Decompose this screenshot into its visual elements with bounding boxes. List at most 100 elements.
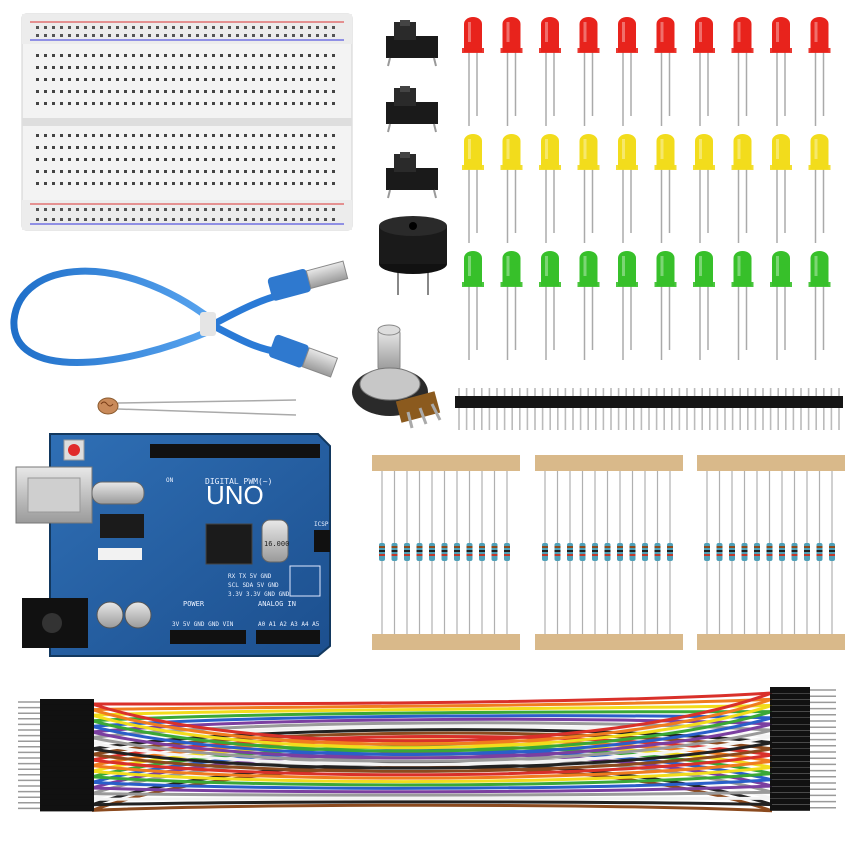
jumper-connector bbox=[770, 761, 836, 768]
jumper-connector bbox=[18, 799, 94, 806]
resistor bbox=[829, 471, 835, 634]
resistor bbox=[391, 471, 398, 634]
jumper-connector bbox=[770, 767, 836, 774]
jumper-connector bbox=[770, 724, 836, 731]
resistor bbox=[479, 471, 485, 634]
usb-cable bbox=[10, 260, 349, 378]
led bbox=[770, 17, 792, 126]
led bbox=[500, 251, 523, 360]
resistor bbox=[491, 471, 498, 634]
jumper-wire bbox=[91, 778, 773, 790]
resistor bbox=[816, 471, 823, 634]
resistor bbox=[567, 471, 573, 634]
resistor bbox=[716, 471, 723, 634]
jumper-connector bbox=[770, 687, 836, 693]
jumper-wire bbox=[91, 784, 773, 794]
resistor-strip bbox=[535, 455, 683, 650]
capacitor bbox=[124, 601, 152, 629]
resistor bbox=[729, 471, 735, 634]
jumper-wire bbox=[91, 722, 773, 760]
power-out-pin-labels: 3.3V 3.3V GND GND bbox=[228, 591, 290, 598]
resistor-strips bbox=[372, 455, 845, 650]
led bbox=[654, 17, 677, 126]
jumper-connector bbox=[770, 736, 836, 743]
jumper-connector bbox=[770, 755, 836, 762]
led bbox=[462, 251, 484, 360]
resistor bbox=[741, 471, 748, 634]
jumper-connector bbox=[18, 704, 94, 711]
jumper-connector bbox=[770, 742, 836, 749]
jumper-connector bbox=[18, 699, 94, 705]
power-pin-labels: 3V 5V GND GND VIN bbox=[172, 621, 234, 628]
led bbox=[462, 134, 484, 243]
jumper-connector bbox=[18, 721, 94, 728]
jumper-connector bbox=[18, 777, 94, 784]
jumper-wire bbox=[91, 710, 773, 723]
resistor bbox=[379, 471, 385, 634]
led bbox=[577, 134, 600, 243]
jumper-wire bbox=[91, 703, 773, 750]
led bbox=[500, 134, 523, 243]
resistor-strip bbox=[372, 455, 520, 650]
resistor bbox=[704, 471, 710, 634]
led bbox=[770, 134, 792, 243]
jumper-connector bbox=[18, 794, 94, 801]
jumper-connector bbox=[18, 771, 94, 778]
jumper-wire bbox=[91, 697, 773, 712]
led bbox=[693, 134, 715, 243]
jumper-connector bbox=[18, 788, 94, 795]
jumper-connector bbox=[770, 718, 836, 724]
i2c-pin-labels: SCL SDA 5V GND bbox=[228, 582, 279, 589]
resistor bbox=[592, 471, 598, 634]
microcontroller-chip bbox=[205, 523, 253, 565]
resistor bbox=[604, 471, 611, 634]
jumper-wire bbox=[91, 710, 773, 753]
jumper-wire bbox=[91, 800, 773, 807]
led-grid bbox=[462, 17, 831, 360]
push-button bbox=[386, 20, 438, 67]
analog-in-label: ANALOG IN bbox=[258, 600, 296, 608]
board-brand-label: UNO bbox=[206, 480, 264, 510]
jumper-wire bbox=[91, 753, 773, 777]
jumper-wire bbox=[91, 759, 773, 780]
led bbox=[654, 134, 677, 243]
jumper-connector bbox=[770, 711, 836, 718]
jumper-connector bbox=[18, 749, 94, 756]
led bbox=[500, 17, 523, 126]
icsp-label: ICSP bbox=[314, 521, 329, 528]
resistor bbox=[766, 471, 773, 634]
led bbox=[577, 251, 600, 360]
jumper-wire bbox=[91, 803, 773, 813]
arduino-uno-board: UNO DIGITAL PWM(~) POWER ANALOG IN ICSP … bbox=[15, 433, 331, 657]
jumper-wire bbox=[91, 796, 773, 801]
resistor bbox=[579, 471, 586, 634]
jumper-connector bbox=[18, 715, 94, 722]
resistor bbox=[642, 471, 648, 634]
jumper-connector bbox=[770, 730, 836, 737]
photoresistor bbox=[97, 397, 297, 416]
digital-header-label: DIGITAL PWM(~) bbox=[205, 477, 272, 486]
digital-header-pins bbox=[150, 444, 320, 458]
crystal-value-label: 16.000 bbox=[264, 540, 289, 548]
led bbox=[770, 251, 792, 360]
resistor bbox=[542, 471, 548, 634]
jumper-connector bbox=[770, 699, 836, 706]
resistor bbox=[779, 471, 785, 634]
jumper-wire bbox=[91, 747, 773, 773]
jumper-wire bbox=[91, 741, 773, 770]
led bbox=[731, 251, 754, 360]
jumper-wire bbox=[91, 691, 773, 743]
resistor bbox=[466, 471, 473, 634]
led bbox=[693, 251, 715, 360]
jumper-connector bbox=[18, 805, 94, 812]
jumper-connector bbox=[18, 743, 94, 750]
jumper-connector bbox=[18, 755, 94, 761]
resistor bbox=[617, 471, 623, 634]
jumper-wire bbox=[91, 703, 773, 717]
power-header-pins bbox=[170, 630, 246, 644]
resistor bbox=[791, 471, 798, 634]
buzzer bbox=[379, 216, 447, 295]
header-pins bbox=[458, 388, 840, 430]
jumper-connector bbox=[770, 749, 836, 755]
